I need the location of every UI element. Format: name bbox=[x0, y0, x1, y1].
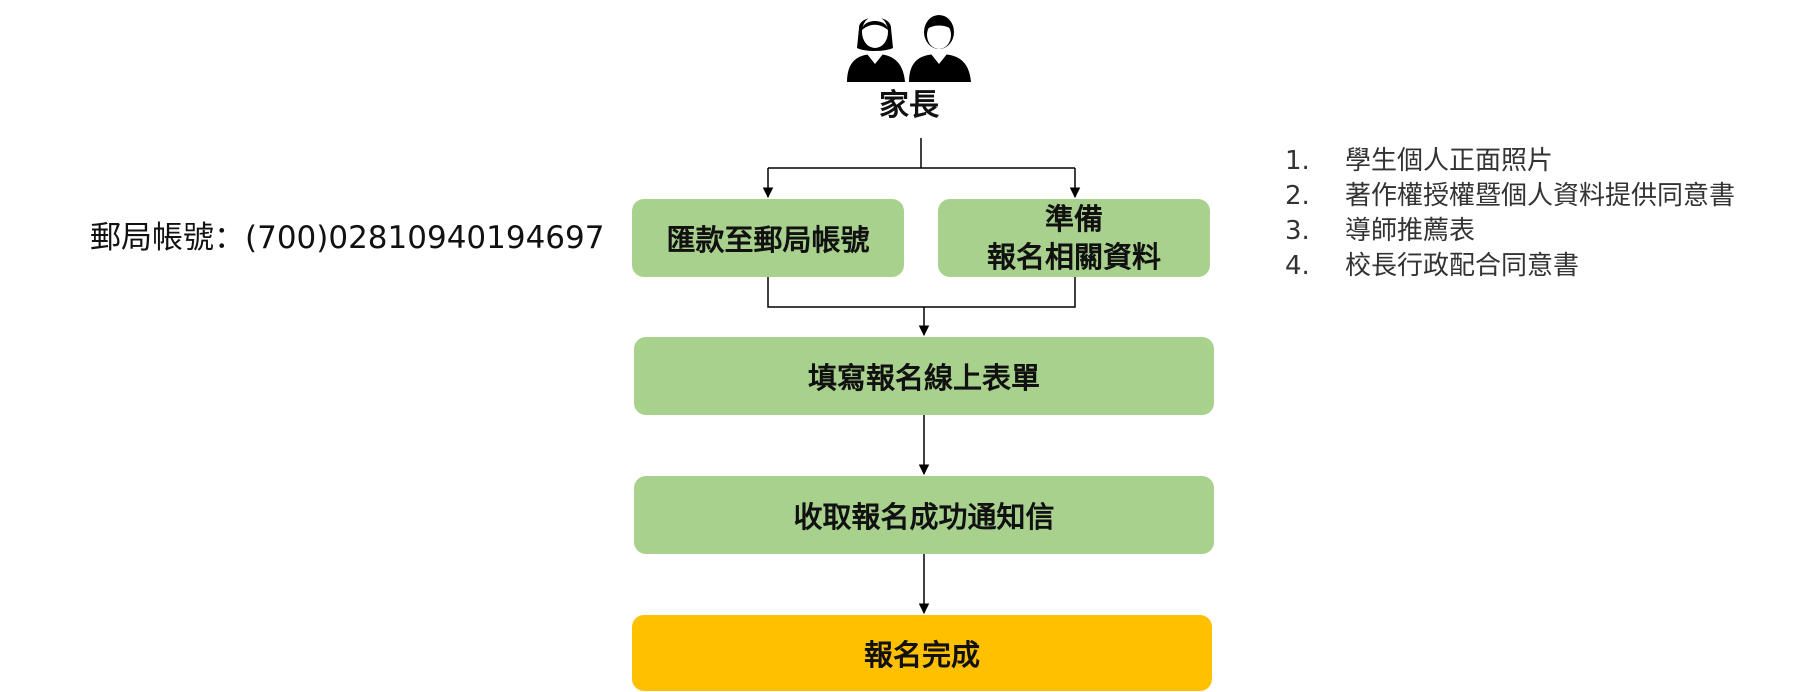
step-complete-box: 報名完成 bbox=[632, 615, 1212, 691]
document-item-text: 校長行政配合同意書 bbox=[1345, 251, 1580, 281]
man-figure bbox=[909, 15, 971, 82]
parents-label: 家長 bbox=[879, 88, 939, 123]
document-item: 1. 學生個人正面照片 bbox=[1285, 144, 1790, 179]
document-item: 3. 導師推薦表 bbox=[1285, 214, 1790, 249]
step-notice-label: 收取報名成功通知信 bbox=[793, 500, 1055, 534]
document-item: 4. 校長行政配合同意書 bbox=[1285, 249, 1790, 284]
step-remit-box: 匯款至郵局帳號 bbox=[632, 199, 904, 277]
woman-figure bbox=[847, 16, 905, 82]
step-online-form-box: 填寫報名線上表單 bbox=[634, 337, 1214, 415]
document-item-number: 3. bbox=[1285, 216, 1310, 246]
document-item-text: 導師推薦表 bbox=[1345, 216, 1476, 246]
connector-parents-split bbox=[768, 138, 1075, 169]
step-complete-label: 報名完成 bbox=[863, 638, 980, 672]
document-item-number: 2. bbox=[1285, 181, 1310, 211]
step-online-form-label: 填寫報名線上表單 bbox=[807, 361, 1040, 395]
connector-merge bbox=[767, 277, 1076, 308]
document-item-text: 學生個人正面照片 bbox=[1345, 146, 1554, 176]
step-remit-label: 匯款至郵局帳號 bbox=[666, 223, 870, 257]
parents-icon bbox=[847, 15, 971, 82]
post-office-account-text: 郵局帳號：(700)02810940194697 bbox=[90, 220, 605, 256]
document-item: 2. 著作權授權暨個人資料提供同意書 bbox=[1285, 179, 1790, 214]
step-prepare-label-line1: 準備 bbox=[1044, 202, 1103, 236]
step-prepare-label-line2: 報名相關資料 bbox=[986, 240, 1161, 274]
document-item-text: 著作權授權暨個人資料提供同意書 bbox=[1345, 181, 1736, 211]
step-notice-box: 收取報名成功通知信 bbox=[634, 476, 1214, 554]
step-prepare-box: 準備 報名相關資料 bbox=[938, 199, 1210, 277]
document-item-number: 1. bbox=[1285, 146, 1310, 176]
required-documents-list: 1. 學生個人正面照片 2. 著作權授權暨個人資料提供同意書 3. 導師推薦表 … bbox=[1285, 144, 1790, 284]
document-item-number: 4. bbox=[1285, 251, 1310, 281]
